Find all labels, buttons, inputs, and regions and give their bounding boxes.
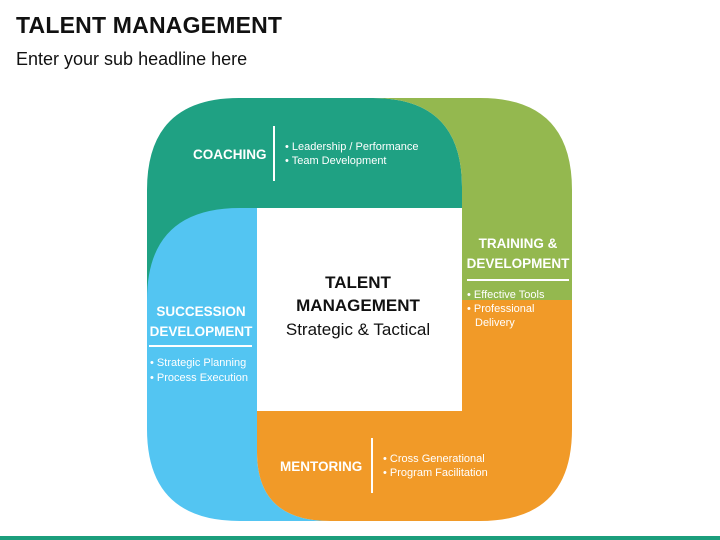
page-subtitle: Enter your sub headline here: [16, 49, 248, 69]
training-label-line1: TRAINING &: [479, 236, 558, 251]
mentoring-bullet-2: • Program Facilitation: [383, 467, 488, 479]
center-subtitle: Strategic & Tactical: [286, 320, 430, 339]
center-title-line2: MANAGEMENT: [296, 296, 420, 315]
succession-segment: [147, 208, 330, 521]
succession-bullet-2: • Process Execution: [150, 372, 248, 384]
training-label-line2: DEVELOPMENT: [467, 256, 571, 271]
succession-bullet-1: • Strategic Planning: [150, 357, 246, 369]
mentoring-segment: [257, 300, 572, 521]
coaching-bullet-1: • Leadership / Performance: [285, 141, 419, 153]
succession-label-line2: DEVELOPMENT: [150, 324, 254, 339]
mentoring-label: MENTORING: [280, 459, 362, 474]
mentoring-bullet-1: • Cross Generational: [383, 453, 485, 465]
training-bullet-2: • Professional: [467, 303, 534, 315]
center-title-line1: TALENT: [325, 273, 391, 292]
training-bullet-1: • Effective Tools: [467, 289, 545, 301]
succession-label-line1: SUCCESSION: [156, 304, 245, 319]
page-title: TALENT MANAGEMENT: [16, 12, 283, 38]
coaching-label: COACHING: [193, 147, 267, 162]
training-bullet-2-cont: Delivery: [475, 317, 515, 329]
center-box: [257, 208, 462, 411]
footer-bar: [0, 536, 720, 540]
coaching-bullet-2: • Team Development: [285, 155, 387, 167]
